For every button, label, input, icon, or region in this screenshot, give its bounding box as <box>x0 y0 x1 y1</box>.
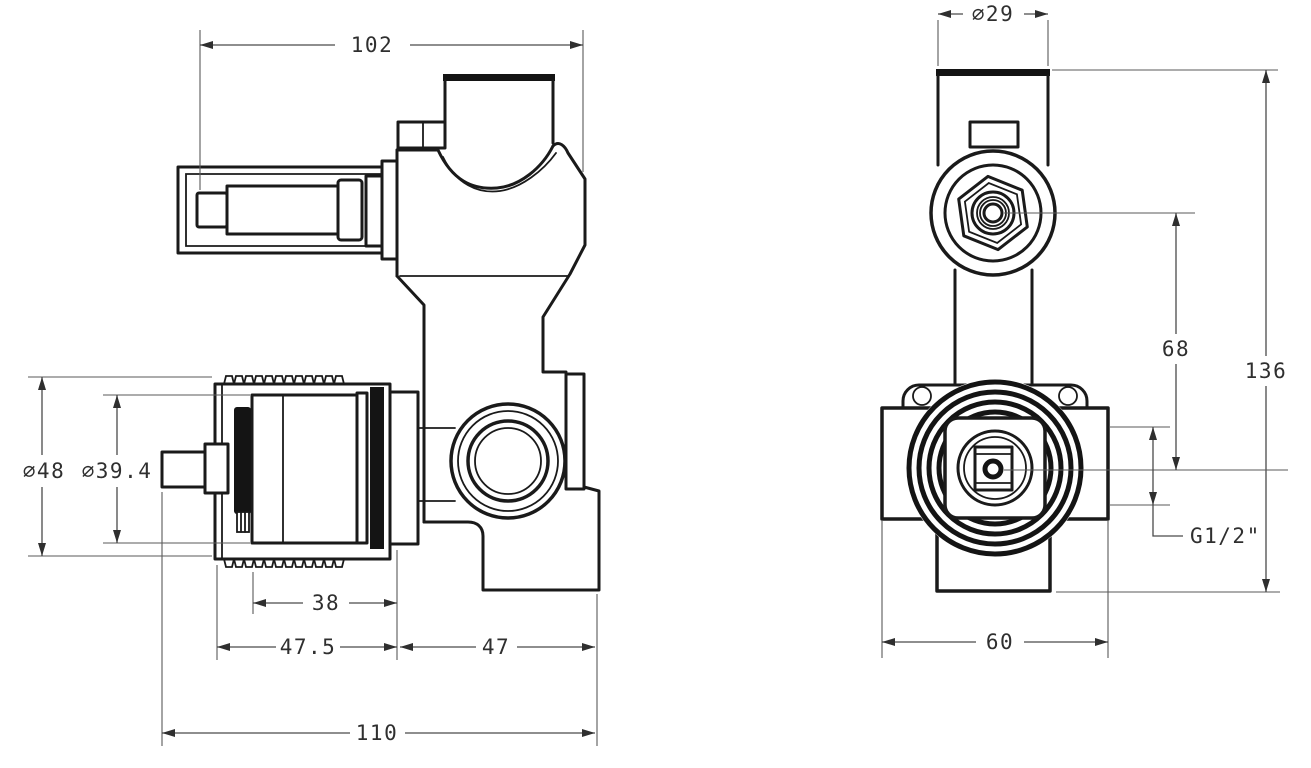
side-view-dimensions: 102 ∅48 ∅39.4 38 47.5 <box>23 30 598 746</box>
hex-nut <box>957 174 1029 252</box>
mount-hole-left <box>912 386 932 406</box>
knurl-bottom <box>223 558 345 568</box>
o-ring-seal <box>234 407 251 514</box>
dim-136: 136 <box>1245 359 1287 383</box>
front-top-pipe <box>936 69 1050 167</box>
dim-g12: G1/2" <box>1190 524 1261 548</box>
dim-dia48: ∅48 <box>23 459 65 483</box>
dim-102: 102 <box>351 33 393 57</box>
knurl-top <box>223 375 345 385</box>
dim-dia29: ∅29 <box>972 2 1014 26</box>
body-top-nut <box>396 120 447 150</box>
seal-tip <box>236 511 250 533</box>
dim-dia39-4: ∅39.4 <box>82 459 153 483</box>
handle-stem <box>195 159 399 261</box>
front-view: ∅29 136 68 G1/2" 6 <box>880 2 1288 658</box>
stem-center-hole <box>982 458 1004 480</box>
dim-68: 68 <box>1162 337 1190 361</box>
front-view-dimensions: ∅29 136 68 G1/2" 6 <box>881 2 1288 658</box>
wall-flange-tab <box>564 372 586 491</box>
cartridge-inner-body <box>250 393 359 545</box>
top-pipe <box>443 74 555 145</box>
side-view: 102 ∅48 ∅39.4 38 47.5 <box>23 30 601 746</box>
cartridge <box>213 375 420 568</box>
seal-band <box>370 387 384 549</box>
cartridge-stem <box>160 442 230 495</box>
valve-body-side <box>395 142 601 592</box>
top-flange <box>929 149 1057 277</box>
bottom-foot <box>422 485 601 592</box>
pipe-tab <box>968 120 1020 149</box>
mount-hole-right <box>1058 386 1078 406</box>
front-rings <box>906 379 1084 557</box>
dim-38: 38 <box>312 591 340 615</box>
handle-bracket <box>176 165 387 255</box>
dim-60: 60 <box>986 630 1014 654</box>
side-port <box>449 402 567 520</box>
dim-110: 110 <box>356 721 398 745</box>
front-mid-pipe <box>953 268 1034 404</box>
adapter-plate <box>388 390 420 546</box>
dim-47: 47 <box>482 635 510 659</box>
dim-47-5: 47.5 <box>280 635 337 659</box>
